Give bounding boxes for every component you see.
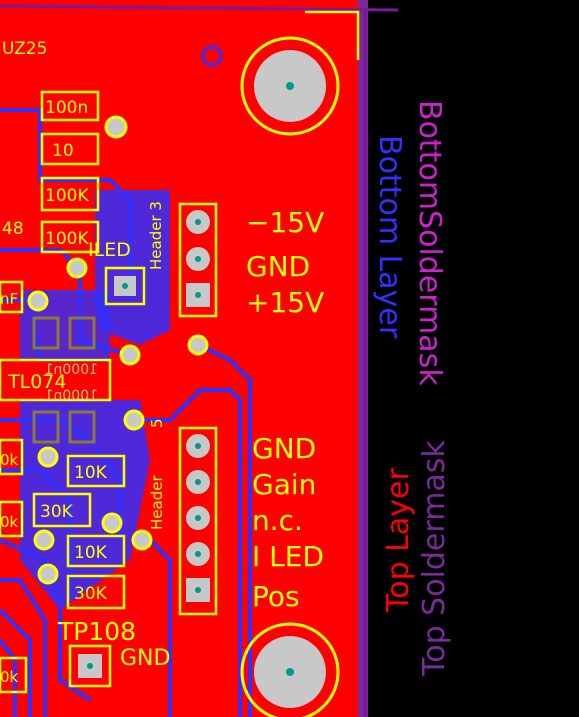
led-label: ILED (88, 239, 131, 261)
opamp-mirror-label: 1000n1 (45, 388, 98, 404)
pin-label: +15V (246, 286, 324, 319)
resistor-label: 30K (74, 584, 108, 604)
mounting-hole-bottom (240, 622, 340, 717)
board-edge-top (0, 4, 399, 12)
pin-label: Pos (252, 580, 300, 613)
header5-pin-labels: GND Gain n.c. I LED Pos (252, 432, 324, 613)
resistor-footprints (0, 90, 126, 694)
pin-label: GND (252, 432, 316, 465)
resistor-label: 10K (74, 463, 108, 483)
pin-label: GND (246, 250, 310, 283)
pin-label: I LED (252, 540, 324, 573)
via (104, 115, 128, 139)
silk-labels: UZ25 100n 10 100K 100K 48 ILED Header 3 … (0, 39, 170, 686)
smd-pads-olive (32, 316, 96, 444)
via (37, 563, 59, 585)
capacitor-label: nF (0, 290, 18, 308)
resistor-label: 10K (74, 543, 108, 563)
via (187, 334, 209, 356)
legend-top-soldermask: Top Soldermask (417, 440, 452, 677)
via (119, 344, 141, 366)
testpoint-gnd-label: GND (120, 646, 170, 671)
led-pad (104, 266, 146, 306)
pin-label: −15V (246, 206, 324, 239)
legend-top-layer: Top Layer (381, 468, 416, 613)
header-5-pin (178, 426, 218, 616)
testpoint-pad (68, 644, 112, 688)
via (201, 45, 223, 67)
silk-corner-mark (305, 10, 360, 60)
resistor-label: 100n (45, 98, 88, 118)
resistor-label: 0k (0, 451, 19, 469)
header-3-pin (178, 202, 218, 318)
resistor-label: 100K (45, 186, 89, 206)
pin-label: n.c. (252, 504, 303, 537)
ic-label: UZ25 (2, 39, 47, 59)
opamp-mirror-label: 1000n1 (45, 362, 98, 378)
resistor-label: 0k (0, 668, 19, 686)
component-label: 48 (2, 219, 24, 239)
via (66, 257, 88, 279)
header3-pin-labels: −15V GND +15V (246, 206, 324, 319)
via (27, 290, 49, 312)
via (37, 446, 59, 468)
via (123, 409, 145, 431)
resistor-label: 0k (0, 513, 19, 531)
mounting-hole-top (240, 36, 340, 136)
via (33, 529, 55, 551)
header5-number: 5 (148, 418, 166, 428)
legend-bottom-soldermask: BottomSoldermask (412, 100, 447, 386)
pin-label: Gain (252, 468, 316, 501)
via (131, 529, 153, 551)
testpoint-label: TP108 (57, 617, 136, 646)
resistor-label: 10 (52, 141, 74, 161)
layer-legend: Bottom Layer BottomSoldermask Top Layer … (372, 100, 452, 677)
header3-label: Header 3 (147, 201, 165, 270)
header5-label: Header (148, 475, 166, 530)
resistor-label: 30K (40, 502, 74, 522)
resistor-label: 100K (45, 229, 89, 249)
via-group (27, 45, 223, 585)
opamp-label: TL074 (7, 371, 66, 393)
legend-bottom-layer: Bottom Layer (372, 135, 407, 339)
via (101, 512, 123, 534)
